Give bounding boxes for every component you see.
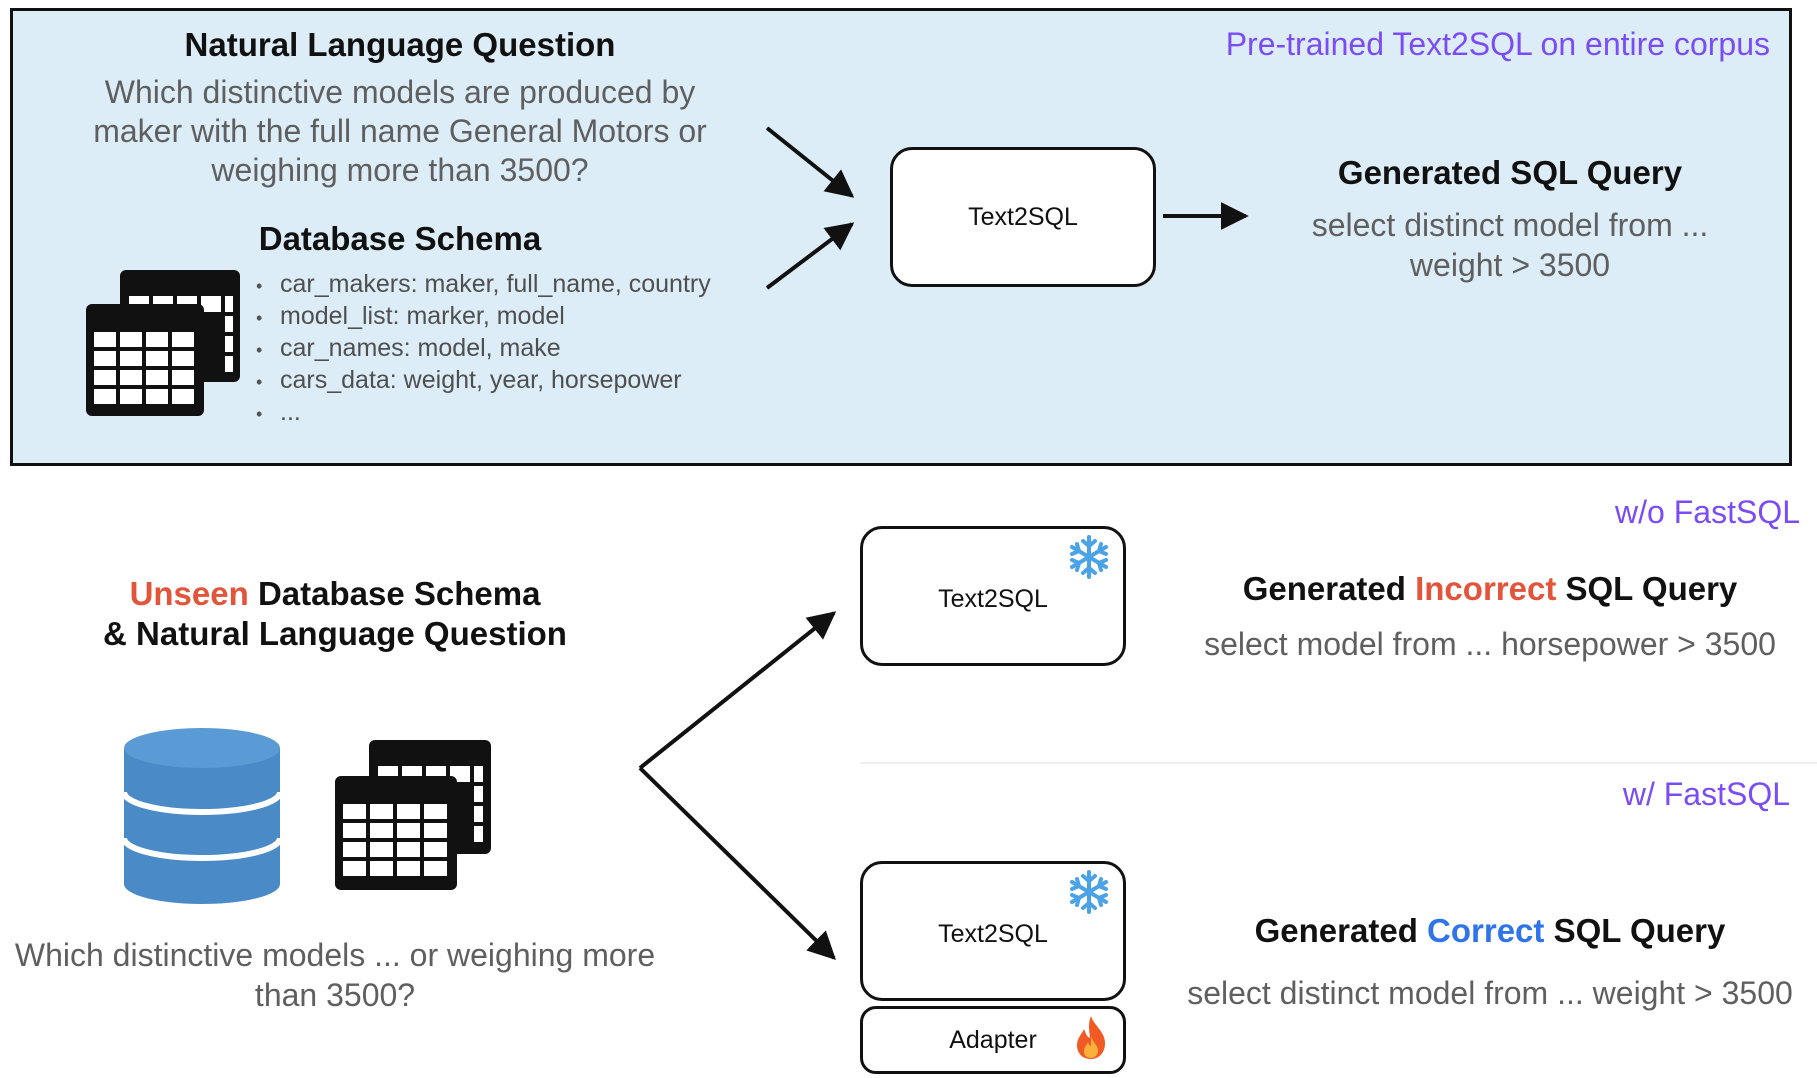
arrow-icon (638, 766, 837, 960)
nlq-text: Which distinctive models are produced by… (93, 74, 707, 188)
incorrect-output-title: Generated Incorrect SQL Query (1242, 570, 1738, 607)
unseen-question-text: Which distinctive models ... or weighing… (14, 937, 656, 1013)
model-label: Text2SQL (938, 584, 1048, 613)
correct-highlight: Correct (1427, 912, 1545, 949)
schema-item: cars_data: weight, year, horsepower (256, 365, 711, 397)
arrow-icon (765, 126, 855, 198)
model-label: Text2SQL (938, 919, 1048, 948)
correct-output-title: Generated Correct SQL Query (1254, 912, 1726, 949)
output-title: Generated SQL Query (1337, 154, 1683, 191)
incorrect-highlight: Incorrect (1415, 570, 1557, 607)
schema-title: Database Schema (258, 220, 542, 257)
table-stack-icon (335, 740, 491, 890)
schema-list: car_makers: maker, full_name, country mo… (256, 269, 711, 429)
frozen-text2sql-box: Text2SQL (860, 861, 1126, 1001)
pretrain-note: Pre-trained Text2SQL on entire corpus (1225, 26, 1770, 62)
unseen-input-title: Unseen Database Schema & Natural Languag… (103, 575, 567, 652)
snowflake-icon (1070, 870, 1108, 914)
model-label: Text2SQL (968, 202, 1078, 231)
adapter-label: Adapter (949, 1025, 1037, 1054)
schema-item: ... (256, 397, 711, 429)
with-fastsql-label: w/ FastSQL (1622, 776, 1790, 812)
arrow-icon (765, 222, 855, 290)
schema-item: model_list: marker, model (256, 301, 711, 333)
correct-output-query: select distinct model from ... weight > … (1187, 975, 1793, 1011)
incorrect-output-query: select model from ... horsepower > 3500 (1204, 626, 1776, 662)
arrow-icon (638, 611, 837, 770)
output-query: select distinct model from ... weight > … (1311, 207, 1709, 283)
table-stack-icon (86, 270, 240, 416)
fire-icon (1077, 1016, 1106, 1059)
snowflake-icon (1070, 535, 1108, 579)
schema-item: car_makers: maker, full_name, country (256, 269, 711, 301)
schema-item: car_names: model, make (256, 333, 711, 365)
text2sql-model-box: Text2SQL (890, 147, 1156, 287)
frozen-text2sql-box: Text2SQL (860, 526, 1126, 666)
unseen-highlight: Unseen (129, 575, 249, 612)
without-fastsql-label: w/o FastSQL (1615, 494, 1800, 530)
database-cylinder-icon (121, 728, 283, 904)
nlq-title: Natural Language Question (184, 26, 616, 63)
